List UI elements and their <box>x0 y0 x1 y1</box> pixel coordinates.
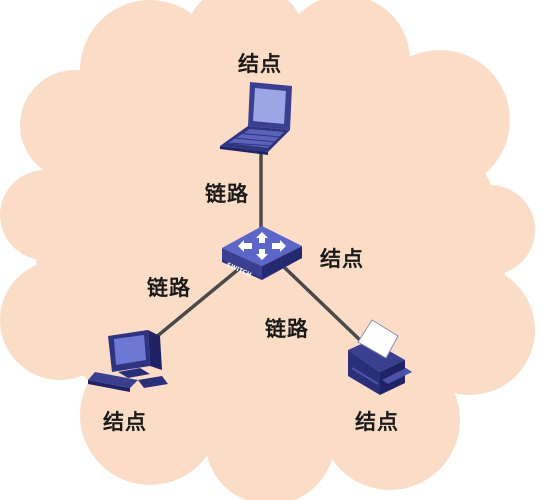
desktop-computer-icon <box>88 330 168 392</box>
node-label-bottom-right: 结点 <box>355 410 399 434</box>
link-left-line <box>153 266 242 340</box>
link-label-right: 链路 <box>265 317 309 341</box>
link-right-line <box>283 266 364 344</box>
printer-icon <box>348 319 412 395</box>
node-label-top: 结点 <box>238 52 282 76</box>
switch-icon: SWITCH <box>222 226 302 280</box>
node-label-bottom-left: 结点 <box>103 410 147 434</box>
link-label-top: 链路 <box>205 182 249 206</box>
node-label-switch: 结点 <box>320 247 364 271</box>
link-label-left: 链路 <box>147 276 191 300</box>
links <box>153 148 364 344</box>
laptop-icon <box>220 82 292 155</box>
